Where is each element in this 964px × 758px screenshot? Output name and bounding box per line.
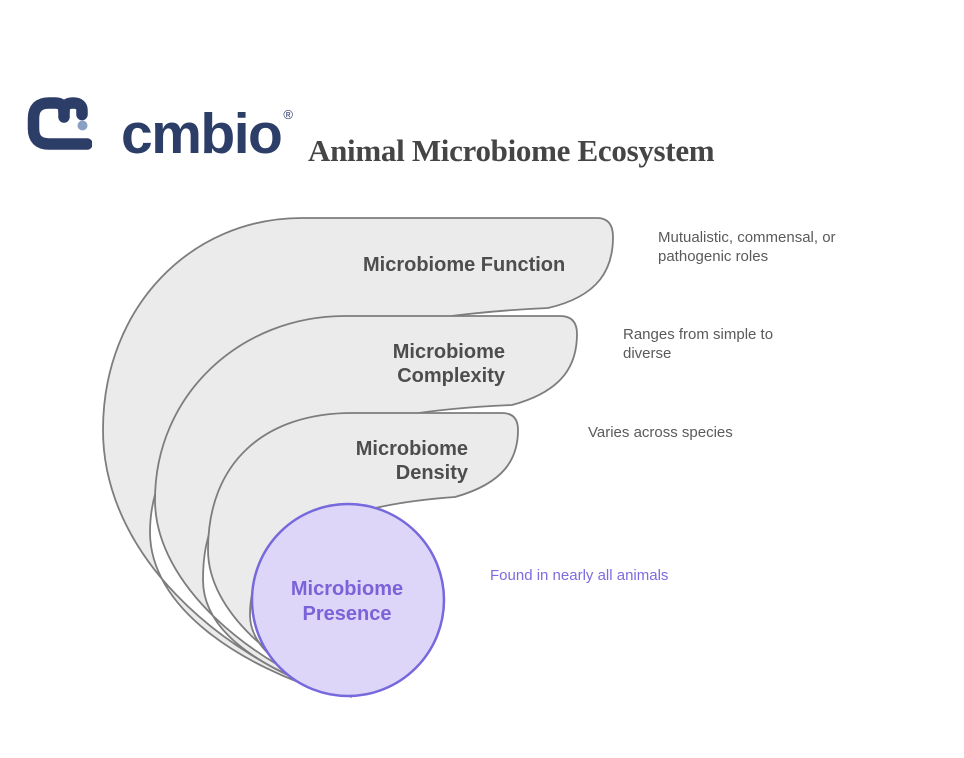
layer-label-complexity: Microbiome Complexity [305,340,505,388]
page-title: Animal Microbiome Ecosystem [308,133,715,168]
annotation-function: Mutualistic, commensal, or pathogenic ro… [658,229,836,265]
registered-mark: ® [283,107,293,122]
presence-circle-shape [250,502,446,698]
annotation-density: Varies across species [588,424,733,441]
layer-shape-function [102,217,614,696]
layer-label-complexity-line2: Complexity [397,365,505,387]
annotation-complexity: Ranges from simple to diverse [623,326,774,362]
layer-label-complexity-line1: Microbiome [392,341,505,363]
layer-label-density-line2: Density [395,462,468,484]
logo-dot [77,120,88,131]
layer-label-density-line1: Microbiome [355,438,468,460]
cmbio-logo-wordmark: cmbio® [121,84,293,165]
layer-shape-density [207,412,519,698]
layer-label-presence-line2: Presence [302,603,392,625]
layer-label-presence-line1: Microbiome [290,578,404,600]
annotation-presence: Found in nearly all animals [490,567,669,584]
layer-shape-complexity [154,315,578,697]
cmbio-logo-mark-icon [27,97,92,150]
layer-label-presence: Microbiome Presence [247,577,447,627]
layer-label-density: Microbiome Density [268,437,468,485]
brand-text: cmbio [121,102,283,166]
layer-label-function: Microbiome Function [363,254,566,276]
logo-arch-stroke [58,97,88,121]
